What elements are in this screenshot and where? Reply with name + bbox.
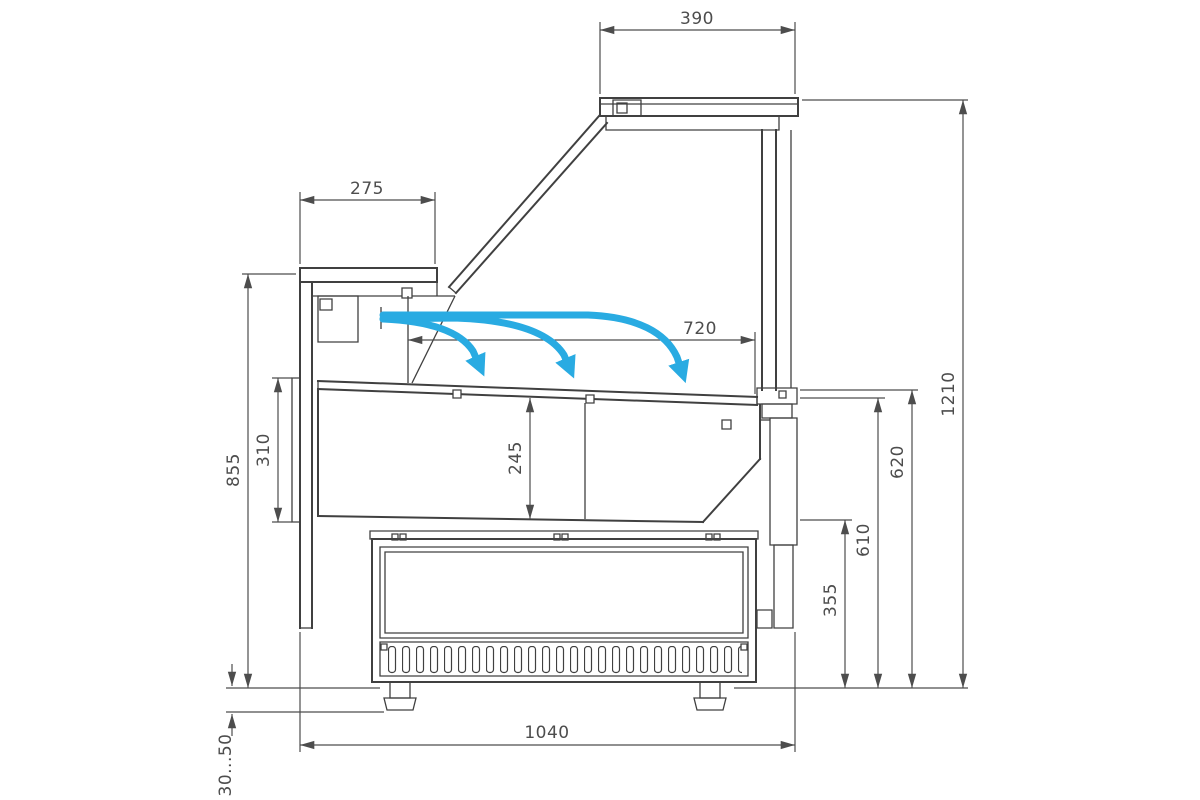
airflow-arrow-long-icon [379,311,690,384]
dimension-annotations: 390 275 720 1210 855 [216,9,968,796]
dim-base-section-height: 355 [800,519,852,688]
dim-leg-adjust-range: 30...50 [216,664,384,796]
rear-column [756,129,798,629]
dim-rear-opening-height: 310 [254,377,292,523]
front-glass [447,114,609,295]
dim-rear-shelf-depth: 275 [299,179,436,264]
dim-basin-depth: 245 [506,398,535,519]
dim-base-width: 1040 [299,632,796,752]
cabinet-outline [291,97,799,711]
dim-canopy-width: 390 [599,9,796,94]
rear-panel [291,281,313,629]
dim-basin-depth-label: 245 [506,441,526,475]
dim-leg-adjust-range-label: 30...50 [216,734,236,797]
dim-deck-length: 720 [408,319,756,394]
dim-overall-height-label: 1210 [939,371,959,416]
dim-base-width-label: 1040 [524,723,569,743]
dim-deck-length-label: 720 [683,319,717,339]
dim-rear-panel-outer-height: 620 [800,389,918,688]
canopy [599,97,799,131]
ventilation-grille [388,646,742,674]
dim-rear-panel-inner-height: 610 [800,397,885,688]
dim-rear-panel-inner-height-label: 610 [854,523,874,557]
rear-worktop [299,267,455,343]
dim-overall-height: 1210 [734,99,968,689]
airflow-arrows [379,311,690,384]
dim-rear-shelf-depth-label: 275 [350,179,384,199]
dim-base-section-height-label: 355 [821,583,841,617]
display-deck [316,379,759,407]
dim-canopy-width-label: 390 [680,9,714,29]
dim-worktop-height-label: 855 [224,453,244,487]
dim-rear-panel-outer-height-label: 620 [888,445,908,479]
dim-rear-opening-height-label: 310 [254,433,274,467]
base-unit [369,530,759,683]
basin-body [316,388,770,524]
dim-worktop-height: 855 [224,273,380,689]
adjustable-legs [383,681,727,711]
